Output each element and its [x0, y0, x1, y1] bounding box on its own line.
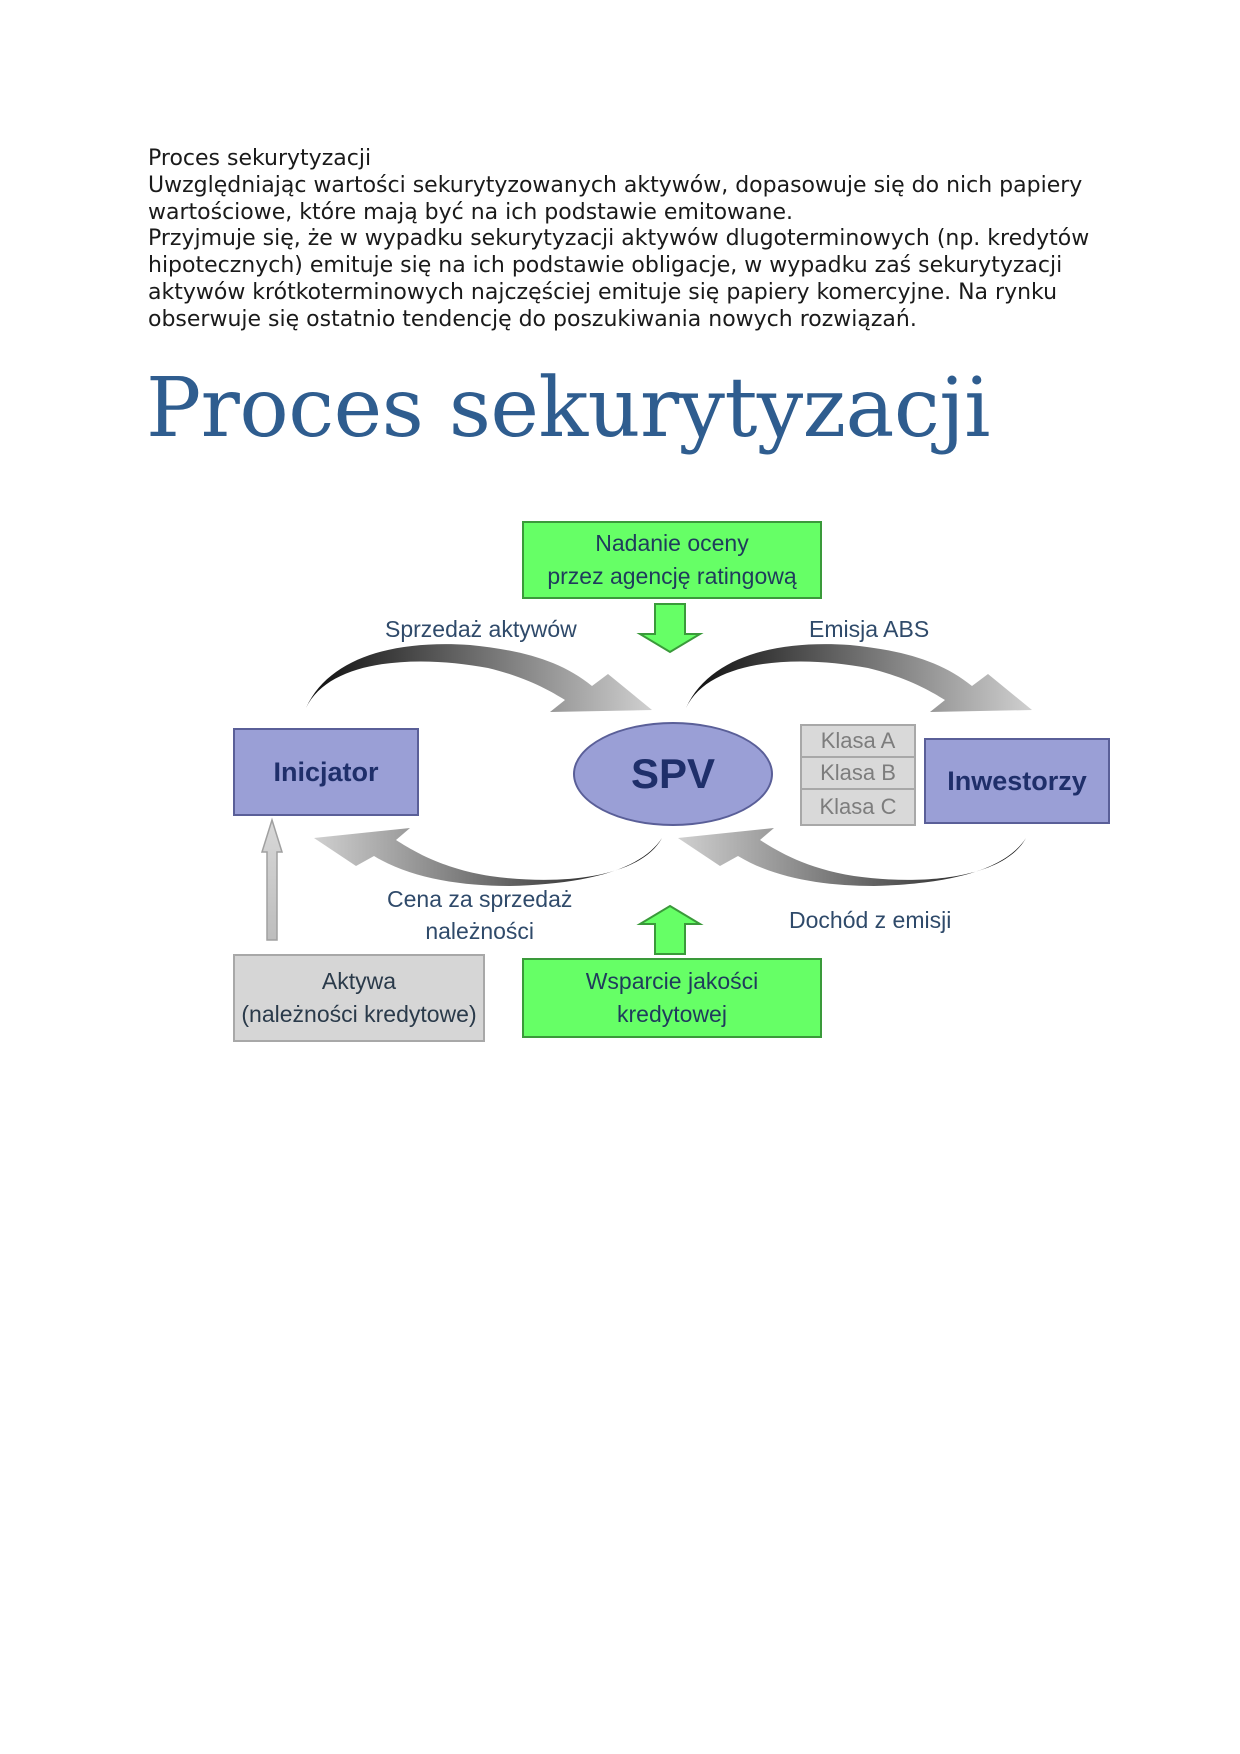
paragraph-1: Uwzględniając wartości sekurytyzowanych …: [148, 172, 1083, 225]
paragraph-2: Przyjmuje się, że w wypadku sekurytyzacj…: [148, 226, 1090, 332]
label-abs-issue: Emisja ABS: [809, 616, 930, 642]
arrow-up-credit-support: [636, 904, 704, 955]
originator-label: Inicjator: [273, 756, 379, 787]
document-heading: Proces sekurytyzacji: [148, 146, 372, 171]
credit-support-label: Wsparcie jakości kredytowej: [585, 968, 759, 1027]
arrow-price-for-receivables: [314, 828, 662, 886]
label-issue-proceeds: Dochód z emisji: [789, 907, 952, 933]
class-b-box: Klasa B: [800, 756, 916, 790]
arrow-abs-issue: [686, 644, 1032, 712]
spv-label: SPV: [630, 750, 716, 797]
label-sale-of-assets: Sprzedaż aktywów: [385, 616, 577, 642]
investors-label: Inwestorzy: [947, 765, 1087, 796]
class-c-box: Klasa C: [800, 788, 916, 826]
rating-agency-box: Nadanie oceny przez agencję ratingową: [522, 521, 822, 599]
arrow-issue-proceeds: [678, 828, 1026, 886]
arrow-sale-of-assets: [306, 644, 652, 712]
class-c-label: Klasa C: [819, 794, 897, 819]
rating-agency-label: Nadanie oceny przez agencję ratingową: [547, 530, 797, 589]
assets-label: Aktywa (należności kredytowe): [241, 968, 477, 1027]
class-b-label: Klasa B: [820, 760, 896, 785]
assets-box: Aktywa (należności kredytowe): [233, 954, 485, 1042]
document-text: Proces sekurytyzacji Uwzględniając warto…: [148, 146, 1108, 334]
arrow-down-rating: [636, 603, 704, 654]
figure-title: Proces sekurytyzacji: [146, 361, 990, 456]
originator-box: Inicjator: [233, 728, 419, 816]
arrow-up-assets: [260, 817, 284, 941]
investors-box: Inwestorzy: [924, 738, 1110, 824]
spv-node: SPV: [573, 722, 773, 826]
class-a-box: Klasa A: [800, 724, 916, 758]
label-price-for-receivables: Cena za sprzedaż należności: [387, 886, 573, 944]
credit-support-box: Wsparcie jakości kredytowej: [522, 958, 822, 1038]
class-a-label: Klasa A: [820, 728, 896, 753]
